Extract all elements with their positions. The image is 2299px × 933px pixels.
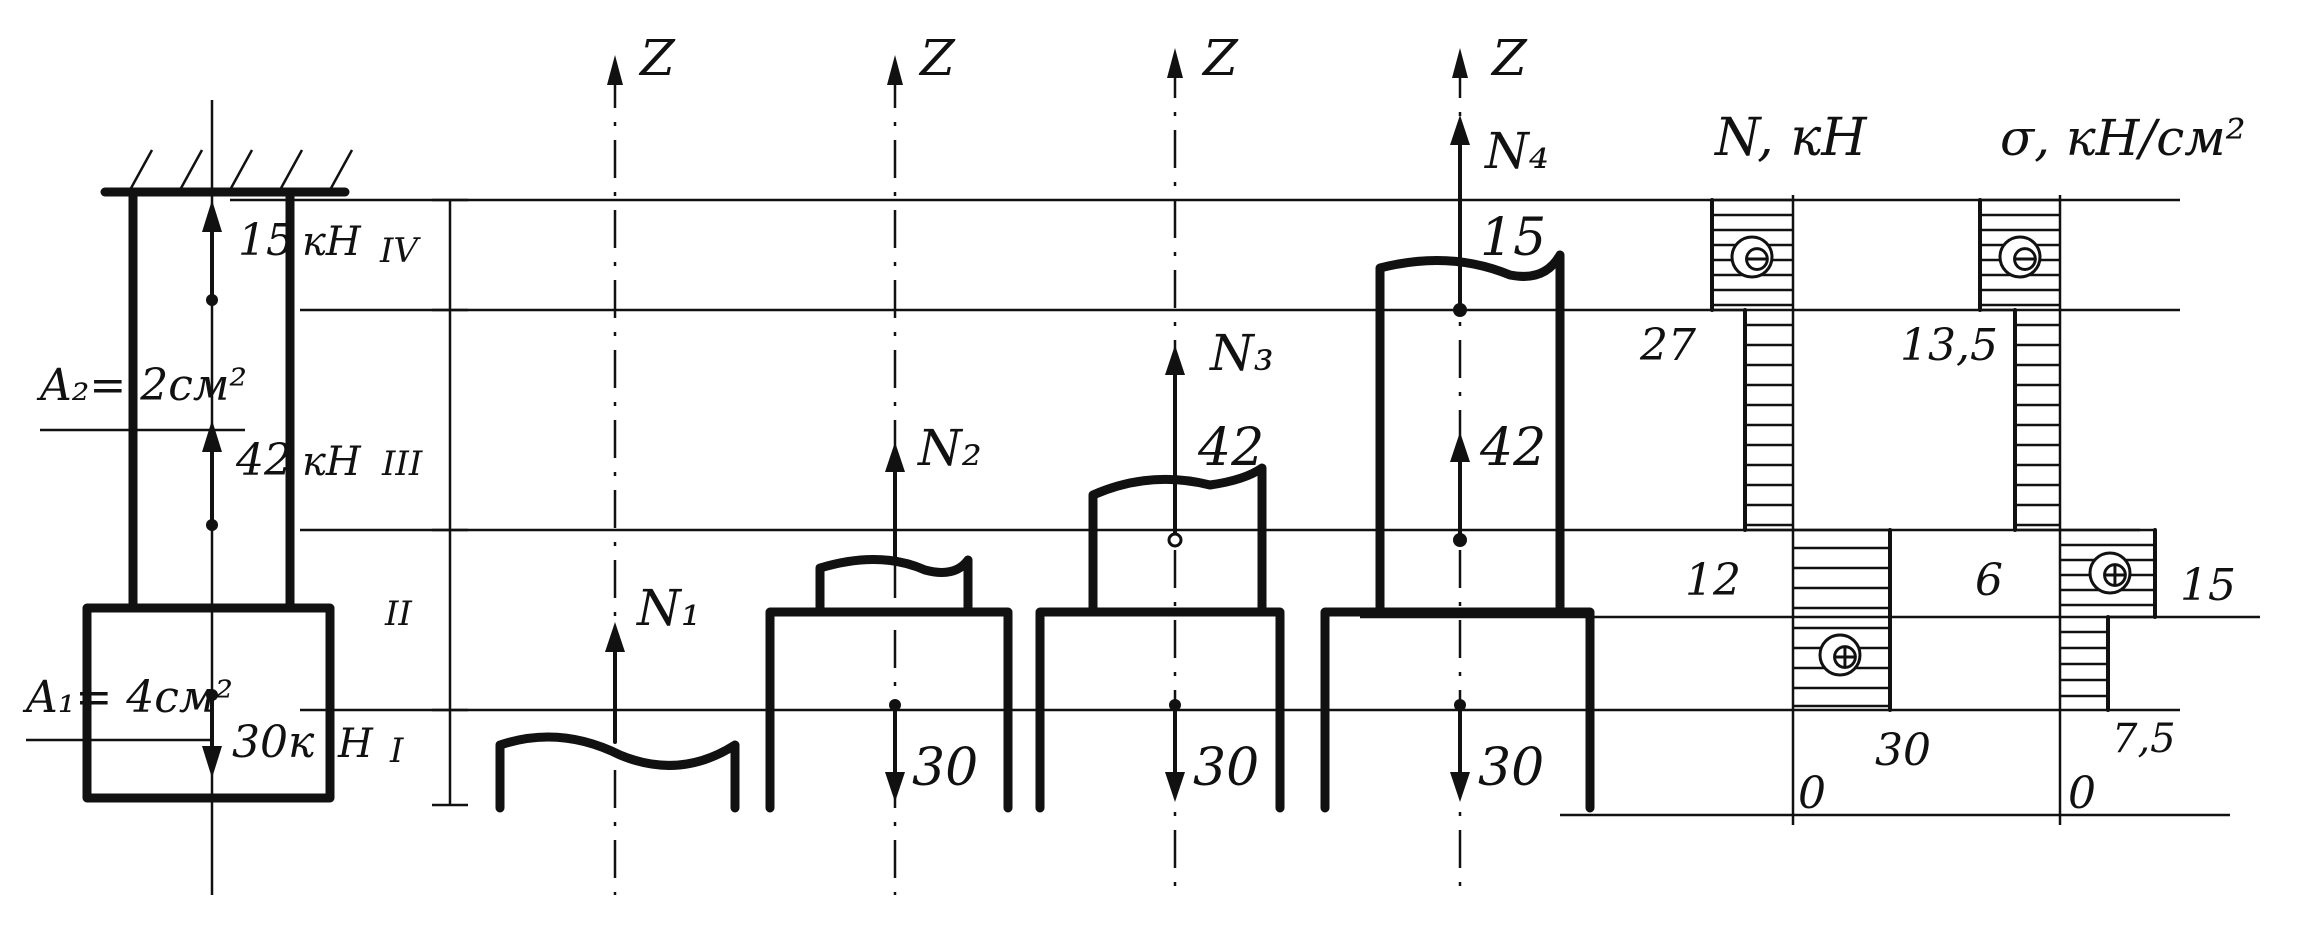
free-body-3: Z N₃ 42 30 [1035,29,1285,895]
sigma-sign-positive: ⊕ [2099,552,2131,596]
applied-force-42-fb3: 42 [1197,418,1264,478]
n-hatch-iii [1745,323,1793,527]
sigma-value-13-5: 13,5 [1900,320,1998,371]
sigma-diagram-title: σ, кН/см² [2000,109,2246,167]
force-30-arrow [202,689,222,778]
section-label-ii: II [384,594,412,634]
force-15-unit: кН [302,219,362,265]
applied-force-42-fb4: 42 [1479,418,1546,478]
n-diagram-title: N, кН [1713,108,1868,168]
area-lower-label: A₁= 4см² [22,672,233,723]
applied-force-30-fb3: 30 [1193,738,1259,798]
sigma-hatch-iii [2015,323,2060,527]
sigma-value-6: 6 [1975,555,2003,606]
section-label-iii: III [381,444,423,484]
axis-z-4: Z [1490,29,1528,87]
lower-part [82,603,335,803]
axis-z-2: Z [918,29,956,87]
n-hatch-ii-i [1793,546,1890,708]
stress-diagram: σ, кН/см² ⊖ [1900,109,2246,825]
lower-block-4 [1320,607,1595,813]
internal-force-n2: N₂ [917,419,982,477]
dimension-line [432,198,468,807]
axis-z-3: Z [1201,29,1239,87]
force-42-unit: кН [302,439,362,485]
axis-z-1: Z [638,29,676,87]
n-value-zero: 0 [1798,768,1826,819]
applied-force-15-fb4: 15 [1480,208,1546,268]
force-42-arrow [202,420,222,531]
free-body-2: Z N₂ 30 [765,29,1013,895]
cut-piece-3 [1088,463,1267,615]
section-label-i: I [389,731,404,771]
internal-force-n4: N₄ [1484,122,1549,180]
support-hatching [128,149,354,191]
sigma-value-15: 15 [2180,560,2236,611]
sigma-value-7-5: 7,5 [2112,716,2176,762]
free-body-4: Z N₄ 15 42 30 [1320,29,1595,895]
stepped-bar: 15 кН 42 кН 30к Н A₂= 2см² A₁= 4см² IV I… [22,100,468,895]
internal-force-n1: N₁ [636,579,701,637]
force-42-label: 42 [235,435,292,486]
sigma-value-zero: 0 [2068,768,2096,819]
sigma-hatch-iv [1980,213,2060,307]
internal-force-n3: N₃ [1209,324,1274,382]
force-15-label: 15 [238,215,294,266]
applied-force-30-fb4: 30 [1478,738,1544,798]
lower-block-2 [765,607,1013,813]
force-30-label: 30к [232,717,315,768]
area-upper-label: A₂= 2см² [36,360,247,411]
sigma-hatch-i [2060,630,2108,698]
cut-piece-4 [1375,250,1565,615]
lower-block-3 [1035,607,1285,813]
n-value-27: 27 [1639,320,1696,371]
free-body-1: Z N₁ [495,29,740,895]
n-value-30: 30 [1875,725,1931,776]
level-lines [230,198,2260,817]
sigma-sign-negative: ⊖ [2009,236,2041,280]
axial-force-diagram: N, кН ⊖ [1639,108,1931,825]
force-30-unit: Н [337,721,374,767]
n-value-12: 12 [1685,555,1741,606]
force-15-arrow [202,200,222,306]
n-sign-negative: ⊖ [1741,236,1773,280]
applied-force-30-fb2: 30 [912,738,978,798]
cut-piece-1 [495,732,740,813]
n-sign-positive: ⊕ [1829,634,1861,678]
cut-piece-2 [815,554,973,615]
section-label-iv: IV [379,231,421,271]
